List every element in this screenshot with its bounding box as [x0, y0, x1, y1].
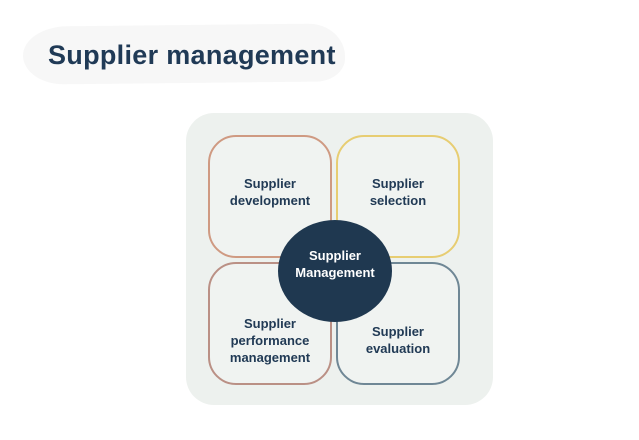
center-node-supplier-management: Supplier Management: [278, 220, 392, 322]
supplier-management-diagram: Supplier development Supplier selection …: [186, 113, 493, 405]
quadrant-supplier-development: Supplier development: [208, 135, 332, 258]
quadrant-label-supplier-evaluation: Supplier evaluation: [365, 324, 431, 356]
quadrant-label-supplier-development: Supplier development: [229, 176, 311, 208]
quadrant-label-supplier-performance-management: Supplier performance management: [229, 315, 311, 365]
page-title: Supplier management: [48, 40, 336, 70]
center-node-label: Supplier Management: [295, 248, 375, 280]
quadrant-label-supplier-selection: Supplier selection: [369, 176, 427, 208]
